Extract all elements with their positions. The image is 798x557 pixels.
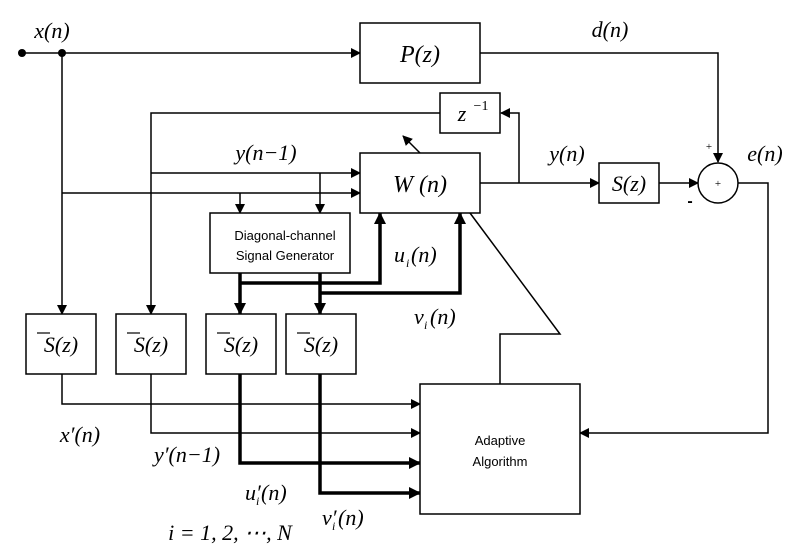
dcsg-label-line2: Signal Generator [236,248,335,263]
svg-text:(n): (n) [261,480,287,505]
controller-block: W (n) [359,152,481,214]
label-d: d(n) [592,17,629,42]
svg-text:i: i [332,519,335,533]
label-index-range: i = 1, 2, ⋯, N [168,520,293,545]
secondary-estimate-block-4: S(z) [285,313,357,375]
input-node-dot [18,49,26,57]
label-v-filtered: v′ i (n) [322,505,364,533]
wire-d-to-sum [480,52,723,163]
diagonal-channel-generator-block: Diagonal-channel Signal Generator [209,212,351,274]
adaptation-arrow-icon [402,135,421,154]
adaptive-label-line2: Algorithm [473,454,528,469]
primary-path-label: P(z) [399,42,440,68]
secondary-estimate-label: S(z) [224,332,258,357]
wire-adaptive-update [469,212,562,384]
controller-label: W (n) [393,172,447,198]
adaptive-algorithm-block: Adaptive Algorithm [419,383,581,515]
sum-left-sign: - [687,193,692,210]
label-e: e(n) [747,141,782,166]
wire-yf-to-adaptive [150,374,421,438]
secondary-estimate-block-1: S(z) [25,313,97,375]
label-v: v i (n) [414,304,456,332]
wire-v-to-w [320,212,466,295]
sum-top-sign: + [706,141,712,153]
svg-text:v: v [414,304,424,329]
sum-center-sign: + [715,178,721,190]
secondary-estimate-block-2: S(z) [115,313,187,375]
wire-uf-to-adaptive [238,374,421,469]
svg-text:i: i [424,318,427,332]
wire-vf-to-adaptive [318,374,421,499]
label-x: x(n) [33,18,69,43]
label-y: y(n) [547,141,584,166]
adaptive-label-line1: Adaptive [475,433,526,448]
svg-text:i: i [256,494,259,508]
secondary-estimate-label: S(z) [304,332,338,357]
label-u-filtered: u′ i (n) [245,480,287,508]
secondary-estimate-label: S(z) [44,332,78,357]
delay-exponent: −1 [474,99,489,114]
wire-delay-to-sbar2 [146,112,440,315]
summing-junction: + + - [687,141,739,210]
primary-path-block: P(z) [359,22,481,84]
delay-label: z [457,101,467,126]
label-x-filtered: x′(n) [59,422,100,447]
svg-text:(n): (n) [430,304,456,329]
label-y-filtered: y′(n−1) [152,442,220,467]
svg-text:(n): (n) [338,505,364,530]
svg-text:v′: v′ [322,505,338,530]
wire-error-to-adaptive [579,182,769,438]
wire-u-to-w [240,212,386,285]
svg-text:u: u [394,242,405,267]
label-y-delayed: y(n−1) [233,140,296,165]
secondary-estimate-block-3: S(z) [205,313,277,375]
secondary-estimate-label: S(z) [134,332,168,357]
secondary-path-block: S(z) [598,162,660,204]
svg-text:(n): (n) [411,242,437,267]
svg-text:i: i [406,256,409,270]
label-u: u i (n) [394,242,437,270]
wire-xf-to-adaptive [61,374,421,409]
secondary-path-label: S(z) [612,171,646,196]
wire-y-to-delay [500,108,520,183]
svg-text:u′: u′ [245,480,262,505]
delay-block: z −1 [439,92,501,134]
dcsg-label-line1: Diagonal-channel [234,228,335,243]
